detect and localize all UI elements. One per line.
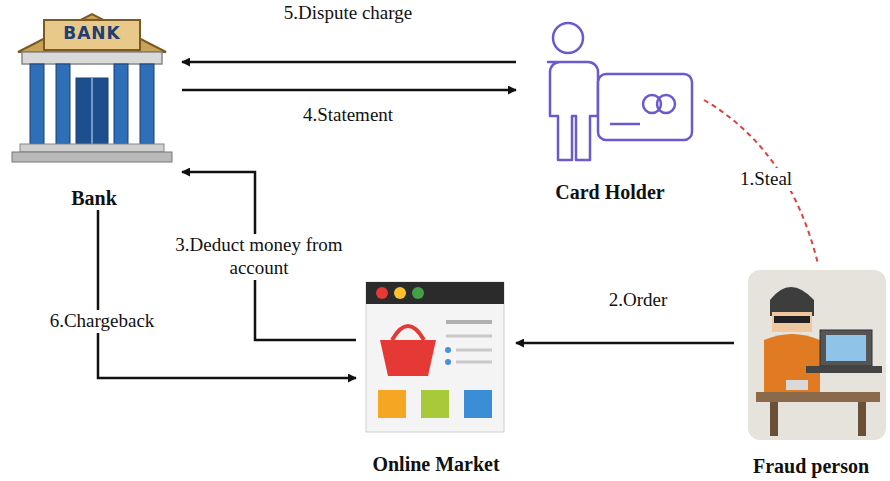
edge-label: 1.Steal <box>718 168 814 191</box>
online-market-icon <box>366 282 504 432</box>
edge-label: 2.Order <box>585 289 691 312</box>
fraud-person-icon <box>748 270 886 440</box>
edge-label: 3.Deduct money from account <box>166 234 352 280</box>
arrow-connector <box>182 89 516 92</box>
arrow-connector <box>182 61 516 64</box>
bank-sign-text: BANK <box>44 23 140 43</box>
node-label: Online Market <box>356 453 516 476</box>
card-holder-icon <box>548 23 692 160</box>
edge-label: 4.Statement <box>275 104 421 127</box>
dashed-connector <box>704 100 818 264</box>
online-market-node: Online Market <box>356 276 516 476</box>
node-label: Bank <box>6 187 182 210</box>
arrow-connector <box>98 210 356 378</box>
arrow-connector <box>516 342 734 345</box>
bank-icon <box>12 14 172 162</box>
node-label: Card Holder <box>516 181 704 204</box>
edge-label: 5.Dispute charge <box>265 2 431 25</box>
edge-label: 6.Chargeback <box>24 310 180 333</box>
card-holder-node: Card Holder <box>516 18 704 204</box>
fraud-person-node: Fraud person <box>734 264 888 478</box>
node-label: Fraud person <box>734 455 888 478</box>
